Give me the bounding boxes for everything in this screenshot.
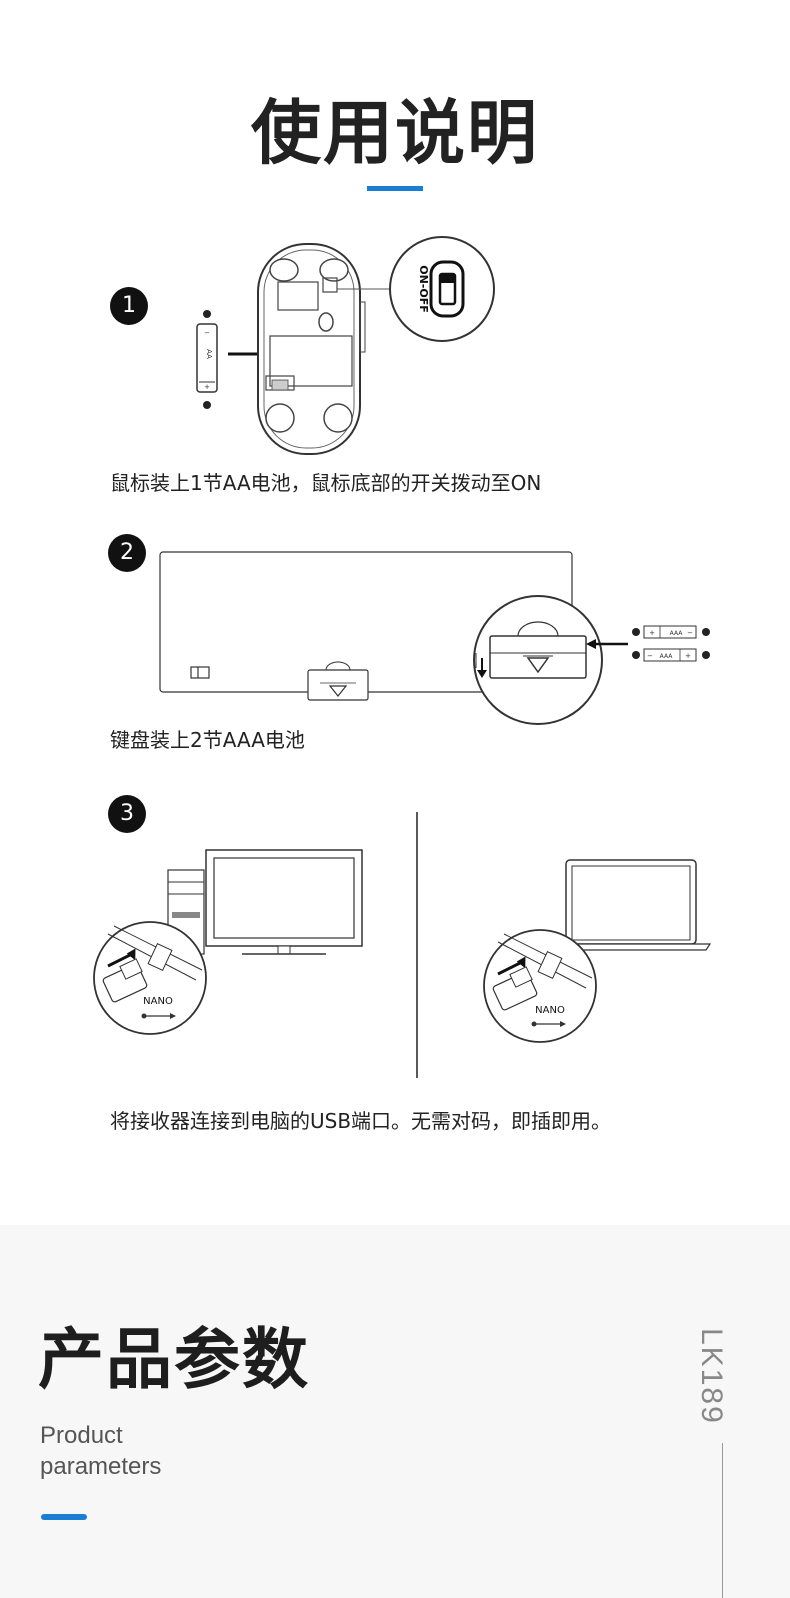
title-accent-bar bbox=[367, 186, 423, 191]
page-title: 使用说明 bbox=[251, 92, 539, 174]
svg-text:AAA: AAA bbox=[660, 653, 674, 660]
model-divider-line bbox=[722, 1443, 723, 1598]
params-accent-bar bbox=[41, 1514, 87, 1520]
svg-text:−: − bbox=[647, 652, 653, 660]
step-1-caption: 鼠标装上1节AA电池，鼠标底部的开关拨动至ON bbox=[110, 471, 542, 495]
keyboard-battery-illustration: + AAA − − AAA + bbox=[159, 551, 710, 725]
step-2-caption: 键盘装上2节AAA电池 bbox=[110, 728, 305, 752]
svg-text:AAA: AAA bbox=[670, 630, 684, 637]
mouse-battery-illustration: AA − + ON-OFF bbox=[196, 236, 495, 455]
mouse-bottom-icon bbox=[257, 243, 366, 455]
svg-text:+: + bbox=[649, 629, 655, 637]
svg-text:NANO: NANO bbox=[143, 996, 173, 1007]
aa-battery-icon: AA − + bbox=[196, 310, 218, 409]
parameters-section bbox=[0, 1225, 790, 1598]
receiver-connection-illustration: NANO NANO bbox=[93, 812, 712, 1078]
battery-compartment-callout bbox=[473, 595, 603, 725]
laptop-usb-callout: NANO bbox=[483, 929, 597, 1043]
svg-text:−: − bbox=[204, 329, 210, 337]
desktop-usb-callout: NANO bbox=[93, 921, 207, 1035]
step-1-badge: 1 bbox=[110, 287, 148, 325]
params-subtitle-line2: parameters bbox=[40, 1453, 162, 1480]
params-title: 产品参数 bbox=[38, 1321, 310, 1398]
params-subtitle: Product parameters bbox=[40, 1420, 161, 1482]
step-3-caption: 将接收器连接到电脑的USB端口。无需对码，即插即用。 bbox=[110, 1109, 612, 1133]
model-number: LK189 bbox=[695, 1328, 728, 1425]
aaa-batteries-icon: + AAA − − AAA + bbox=[632, 625, 710, 662]
svg-text:AA: AA bbox=[205, 349, 213, 359]
power-switch-callout: ON-OFF bbox=[389, 236, 495, 342]
svg-text:+: + bbox=[685, 652, 691, 660]
step-3-badge: 3 bbox=[108, 795, 146, 833]
svg-text:+: + bbox=[204, 383, 210, 391]
step-2-badge: 2 bbox=[108, 534, 146, 572]
laptop-icon bbox=[552, 859, 712, 951]
monitor-icon bbox=[205, 849, 363, 955]
svg-text:ON-OFF: ON-OFF bbox=[417, 265, 430, 313]
svg-text:NANO: NANO bbox=[535, 1005, 565, 1016]
svg-text:−: − bbox=[687, 629, 693, 637]
params-subtitle-line1: Product bbox=[40, 1422, 123, 1449]
